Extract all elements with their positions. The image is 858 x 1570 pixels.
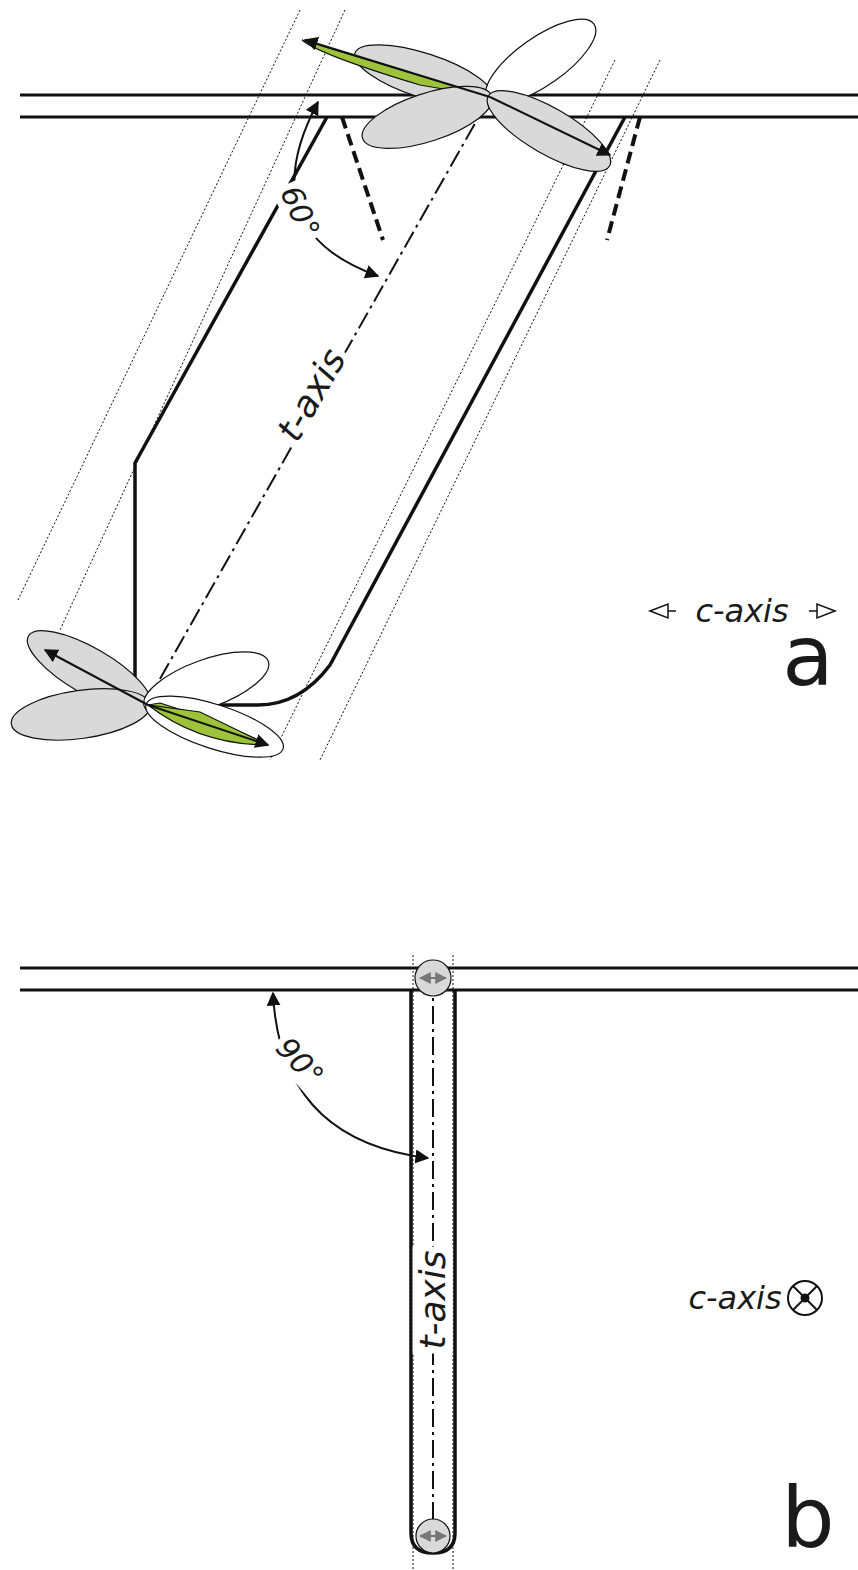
- bottom-lobes: [8, 616, 290, 770]
- axis-label: c-axis: [695, 595, 788, 627]
- angle-label: 90°: [267, 1028, 333, 1096]
- panel-letter: a: [782, 614, 833, 698]
- axis-label: t-axis: [413, 1246, 453, 1353]
- panel-letter: b: [781, 1476, 834, 1560]
- top-lobes: [302, 4, 621, 185]
- axis-label: t-axis: [268, 339, 356, 452]
- guide-lines: [413, 955, 453, 1570]
- guide-lines: [18, 10, 660, 760]
- angle-label: 60°: [272, 177, 328, 247]
- twin-plane-dashed: [607, 117, 640, 240]
- twin-lamella: [135, 117, 625, 705]
- c-axis-symbol: [788, 1281, 822, 1315]
- axis-label: c-axis: [688, 1282, 781, 1314]
- t-axis-line: [148, 97, 490, 700]
